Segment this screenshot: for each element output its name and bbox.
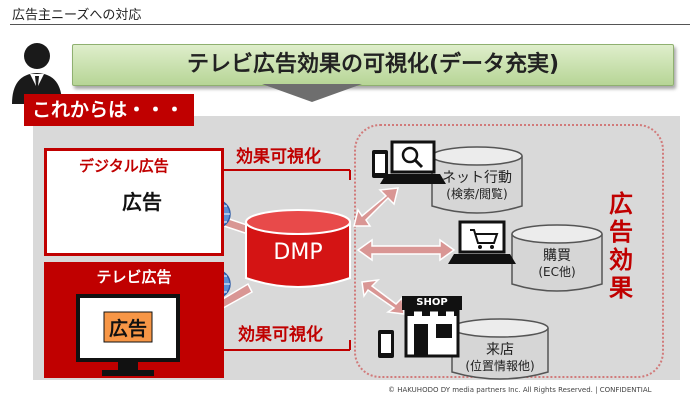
digital-ad-screen-text: 広告: [122, 190, 162, 214]
data-source-sub: (位置情報他): [465, 359, 535, 373]
data-source-purchase: 購買 (EC他): [512, 248, 602, 280]
shop-sign: SHOP: [416, 297, 448, 308]
ad-effect-label: 広告効果: [606, 190, 636, 302]
tv-ad-label: テレビ広告: [96, 268, 172, 286]
dmp-database: [245, 209, 351, 288]
data-source-title: 来店: [486, 342, 514, 358]
shop-icon: [378, 296, 462, 358]
data-drum-store: [451, 318, 549, 380]
page-title: 広告主ニーズへの対応: [12, 8, 142, 23]
tv-ad-screen-text: 広告: [108, 318, 147, 340]
ad-effect-text: 広告効果: [609, 190, 633, 302]
data-source-title: 購買: [543, 248, 571, 264]
data-drum-net: [431, 146, 523, 214]
title-divider: [10, 24, 690, 25]
digital-ad-label: デジタル広告: [79, 157, 169, 175]
headline-banner: テレビ広告効果の可視化(データ充実): [72, 44, 674, 86]
data-source-net: ネット行動 (検索/閲覧): [432, 170, 522, 202]
arrow-dmp-net: [353, 187, 399, 227]
arrow-dmp-store: [361, 278, 405, 315]
arrow-dmp-purchase: [356, 238, 456, 262]
visualization-label-bottom: 効果可視化: [238, 325, 323, 345]
copyright-footer: © HAKUHODO DY media partners Inc. All Ri…: [388, 386, 652, 394]
future-label: これからは・・・: [24, 94, 194, 126]
data-source-sub: (検索/閲覧): [446, 187, 508, 201]
laptop-search-icon: [372, 140, 446, 184]
data-drum-purchase: [511, 224, 603, 292]
laptop-cart-icon: [448, 220, 516, 264]
dmp-label: DMP: [273, 240, 323, 265]
headline-text: テレビ広告効果の可視化(データ充実): [186, 52, 560, 77]
chevron-down-icon: [262, 84, 362, 102]
data-source-title: ネット行動: [442, 170, 512, 186]
data-source-store: 来店 (位置情報他): [452, 342, 548, 374]
visualization-label-top: 効果可視化: [236, 147, 321, 167]
digital-ad-card: デジタル広告: [44, 148, 224, 256]
data-source-sub: (EC他): [538, 265, 576, 279]
